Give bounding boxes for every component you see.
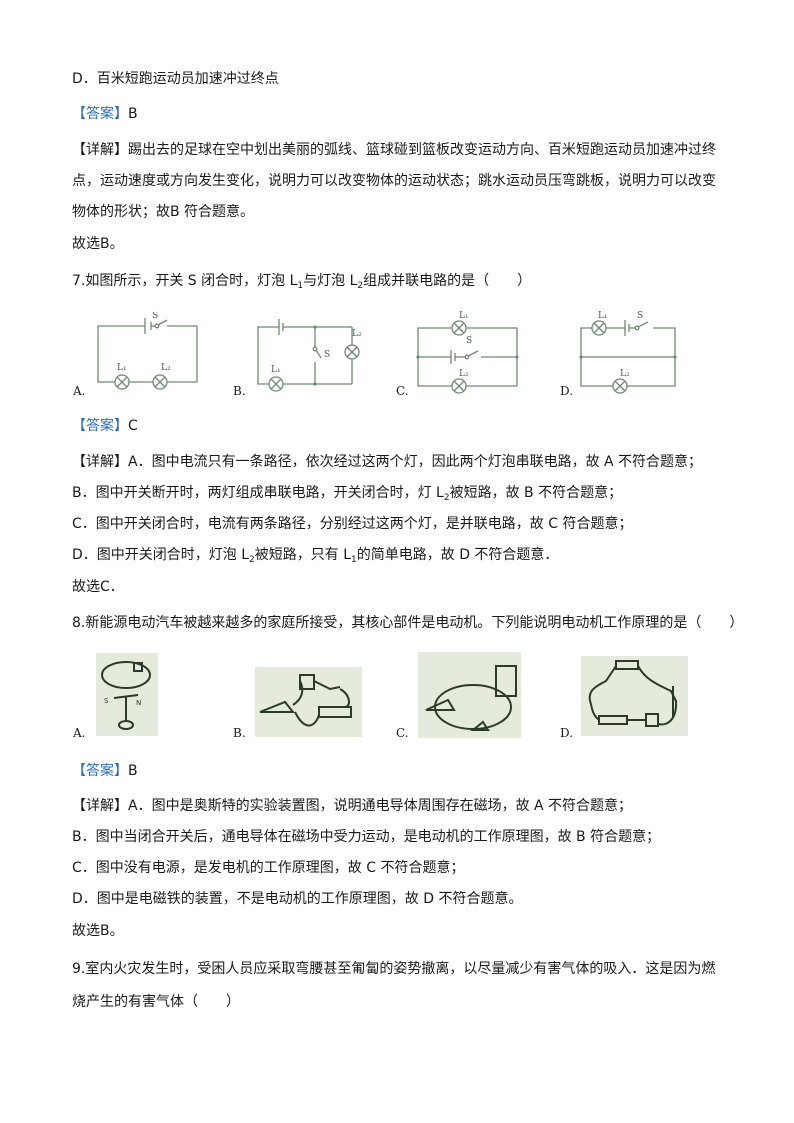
q8-photo-d-electromagnet — [581, 656, 688, 736]
detail-text: 被短路，只有 L — [254, 547, 352, 563]
q8-option-d-label: D. — [560, 726, 574, 740]
q6-conclusion: 故选B。 — [72, 236, 124, 252]
q7-option-a-label: A. — [73, 384, 86, 398]
q7-stem-text: 与灯泡 L — [303, 273, 358, 289]
q7-answer: 【答案】C — [72, 417, 138, 435]
q7-conclusion: 故选C． — [72, 579, 124, 595]
q8-conclusion: 故选B。 — [72, 923, 124, 939]
q6-answer: 【答案】B — [72, 105, 138, 123]
q7-option-d-label: D. — [560, 384, 574, 398]
svg-text:L₂: L₂ — [459, 369, 469, 379]
q8-detail-a: 【详解】A．图中是奥斯特的实验装置图，说明通电导体周围存在磁场，故 A 不符合题… — [72, 798, 633, 814]
svg-text:S: S — [152, 312, 158, 321]
q8-option-a-label: A. — [73, 726, 86, 740]
subscript: 2 — [357, 281, 364, 291]
q7-detail-c: C．图中开关闭合时，电流有两条路径，分别经过这两个灯，是并联电路，故 C 符合题… — [72, 516, 633, 532]
q6-detail-line-2: 点，运动速度或方向发生变化，说明力可以改变物体的运动状态；跳水运动员压弯跳板，说… — [72, 173, 716, 189]
q8-photo-c-generator-experiment — [418, 652, 521, 738]
q8-photo-b-motor-experiment — [255, 667, 362, 737]
subscript: 1 — [297, 281, 304, 291]
q8-detail-b: B．图中当闭合开关后，通电导体在磁场中受力运动，是电动机的工作原理图，故 B 符… — [72, 829, 661, 845]
q6-detail-line-1: 【详解】踢出去的足球在空中划出美丽的弧线、篮球碰到篮板改变运动方向、百米短跑运动… — [72, 142, 716, 158]
q6-option-d: D．百米短跑运动员加速冲过终点 — [72, 71, 279, 87]
answer-label: 【答案】 — [72, 763, 128, 779]
q7-circuit-c-diagram: L₁ S L₂ — [416, 311, 519, 394]
svg-text:L₂: L₂ — [161, 363, 171, 373]
detail-text: 的简单电路，故 D 不符合题意． — [356, 547, 559, 563]
q7-circuit-d-diagram: L₁ S L₂ — [579, 311, 677, 394]
q8-detail-c: C．图中没有电源，是发电机的工作原理图，故 C 不符合题意； — [72, 860, 465, 876]
q7-detail-d: D．图中开关闭合时，灯泡 L2被短路，只有 L1的简单电路，故 D 不符合题意． — [72, 546, 559, 565]
detail-text: D．图中开关闭合时，灯泡 L — [72, 547, 250, 563]
q9-stem-line-1: 9.室内火灾发生时，受困人员应采取弯腰甚至匍匐的姿势撤离，以尽量减少有害气体的吸… — [72, 961, 716, 977]
q7-stem-text: 7.如图所示，开关 S 闭合时，灯泡 L — [72, 273, 298, 289]
svg-text:L₂: L₂ — [352, 329, 362, 339]
q7-circuit-a-diagram: S L₁ L₂ — [97, 312, 198, 390]
svg-text:L₂: L₂ — [620, 369, 630, 379]
svg-text:L₁: L₁ — [271, 365, 281, 375]
svg-text:L₁: L₁ — [117, 363, 127, 373]
subscript: 2 — [443, 493, 450, 503]
answer-value: B — [128, 763, 138, 779]
subscript: 2 — [249, 555, 255, 565]
q8-detail-d: D．图中是电磁铁的装置，不是电动机的工作原理图，故 D 不符合题意。 — [72, 891, 523, 907]
svg-text:S: S — [324, 350, 330, 360]
svg-text:S: S — [466, 336, 472, 346]
detail-text: B．图中开关断开时，两灯组成串联电路，开关闭合时，灯 L — [72, 485, 444, 501]
q7-circuit-b-diagram: S L₁ L₂ — [257, 319, 362, 392]
answer-label: 【答案】 — [72, 106, 128, 122]
answer-value: B — [128, 106, 138, 122]
svg-text:N: N — [136, 699, 141, 707]
q8-option-b-label: B. — [233, 726, 246, 740]
answer-label: 【答案】 — [72, 418, 128, 434]
q7-stem: 7.如图所示，开关 S 闭合时，灯泡 L1与灯泡 L2组成并联电路的是（ ） — [72, 272, 532, 291]
svg-text:S: S — [104, 697, 109, 705]
q8-answer: 【答案】B — [72, 762, 138, 780]
svg-text:S: S — [637, 311, 643, 321]
q8-option-c-label: C. — [396, 726, 409, 740]
q7-detail-a: 【详解】A．图中电流只有一条路径，依次经过这两个灯，因此两个灯泡串联电路，故 A… — [72, 454, 703, 470]
detail-text: 被短路，故 B 不符合题意； — [449, 485, 623, 501]
answer-value: C — [128, 418, 138, 434]
subscript: 1 — [351, 555, 357, 565]
svg-text:L₁: L₁ — [459, 311, 469, 321]
q7-option-c-label: C. — [396, 384, 409, 398]
q7-stem-text: 组成并联电路的是（ ） — [363, 273, 532, 289]
q7-option-b-label: B. — [233, 384, 246, 398]
svg-text:L₁: L₁ — [598, 311, 608, 321]
q8-stem: 8.新能源电动汽车被越来越多的家庭所接受，其核心部件是电动机。下列能说明电动机工… — [72, 615, 744, 631]
q6-detail-line-3: 物体的形状；故B 符合题意。 — [72, 204, 255, 220]
q9-stem-line-2: 烧产生的有害气体（ ） — [72, 994, 240, 1010]
q7-detail-b: B．图中开关断开时，两灯组成串联电路，开关闭合时，灯 L2被短路，故 B 不符合… — [72, 484, 623, 503]
